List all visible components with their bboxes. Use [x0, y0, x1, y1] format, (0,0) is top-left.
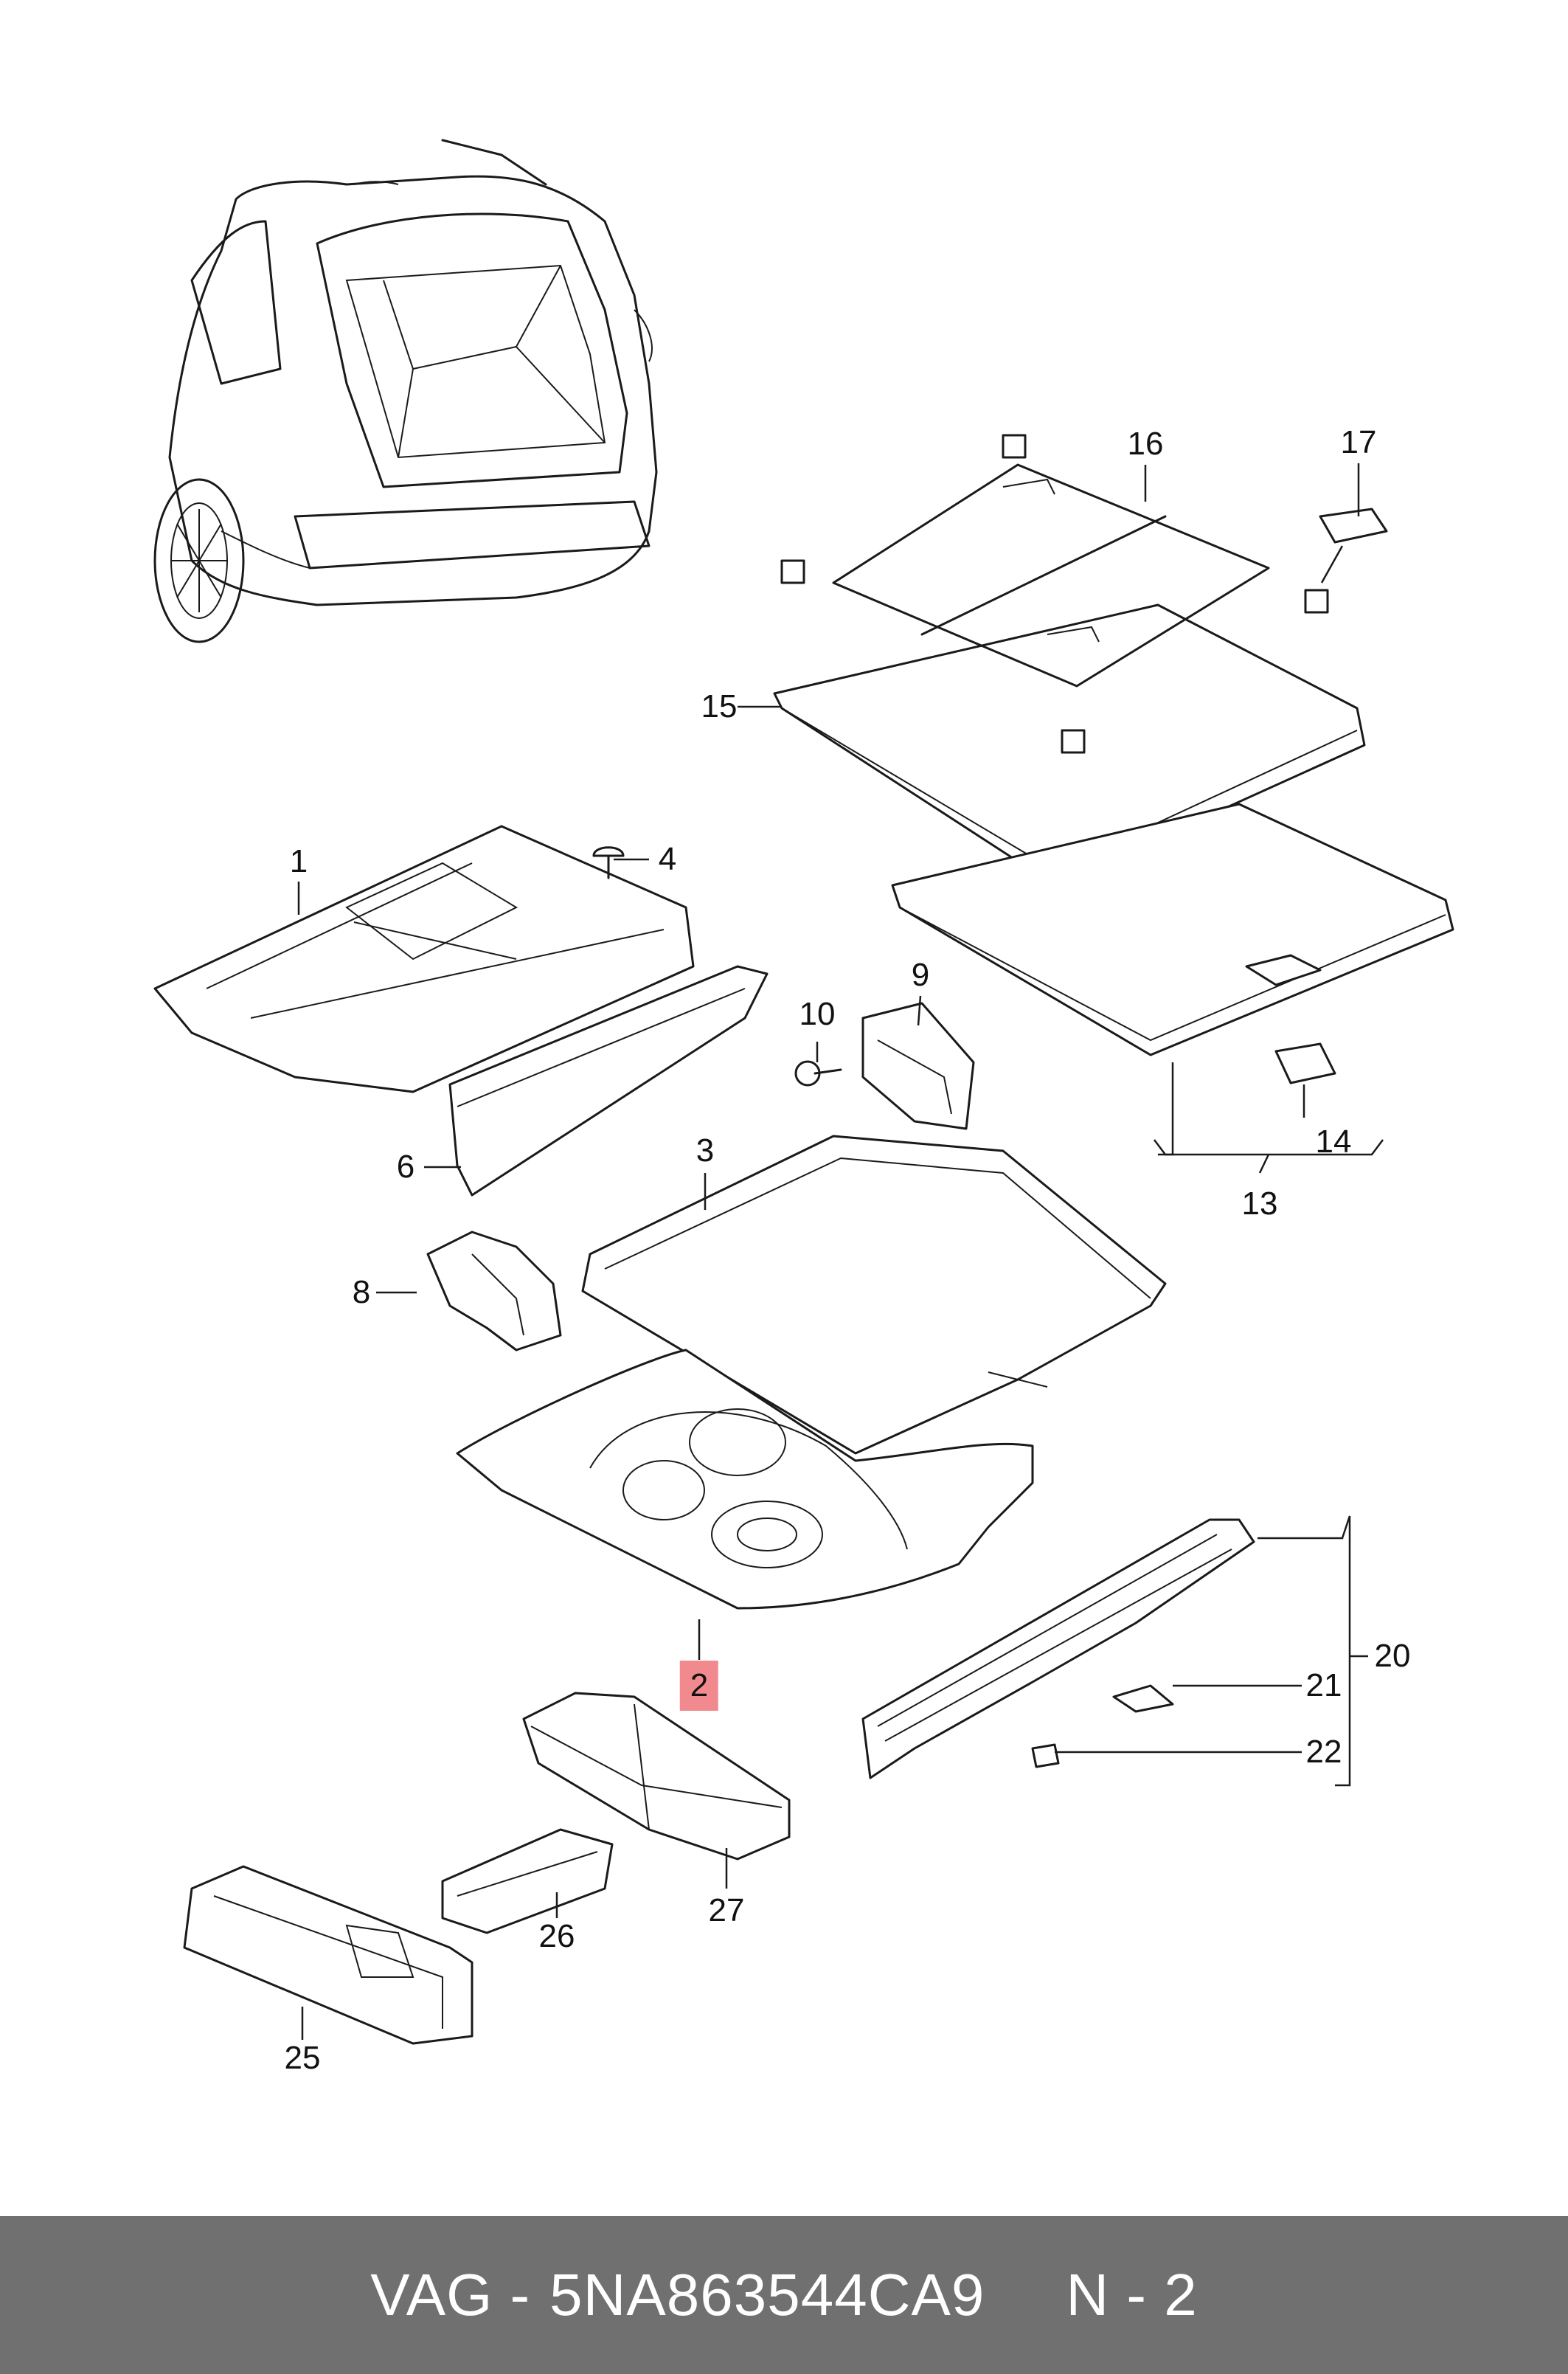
leader-lines — [297, 463, 1384, 2040]
insert-26 — [441, 1828, 614, 1934]
callout-21[interactable]: 21 — [1305, 1667, 1342, 1703]
vehicle-rear-illustration — [153, 139, 658, 643]
callout-15[interactable]: 15 — [701, 688, 738, 724]
callout-10[interactable]: 10 — [799, 996, 836, 1032]
callout-1[interactable]: 1 — [289, 843, 308, 879]
parts-diagram — [153, 139, 1454, 2045]
callout-17[interactable]: 17 — [1340, 424, 1377, 460]
callout-25[interactable]: 25 — [284, 2040, 321, 2076]
callout-13[interactable]: 13 — [1241, 1186, 1278, 1222]
footer-part-number: 5NA863544CA9 — [549, 2262, 985, 2328]
callout-14[interactable]: 14 — [1315, 1124, 1352, 1160]
bracket-8 — [426, 1231, 562, 1352]
footer-brand: VAG - — [370, 2262, 531, 2328]
callout-22[interactable]: 22 — [1305, 1734, 1342, 1770]
clip-4 — [592, 846, 625, 879]
part-number-footer: VAG - 5NA863544CA9 N - 2 — [0, 2216, 1568, 2374]
trim-panel-6 — [448, 965, 769, 1197]
callout-3[interactable]: 3 — [695, 1132, 715, 1169]
callout-9[interactable]: 9 — [911, 957, 930, 993]
callout-26[interactable]: 26 — [538, 1918, 575, 1954]
bracket-9 — [861, 1002, 975, 1130]
callout-4[interactable]: 4 — [658, 841, 677, 877]
footer-page: N - 2 — [1066, 2262, 1198, 2328]
callout-6[interactable]: 6 — [396, 1149, 415, 1185]
sill-trim-20 — [861, 1518, 1255, 1779]
callout-20[interactable]: 20 — [1374, 1638, 1411, 1674]
callout-2[interactable]: 2 — [679, 1661, 719, 1711]
luggage-cover-assembly — [773, 434, 1454, 1084]
floor-panel-upper — [153, 825, 695, 1093]
bolt-10 — [794, 1060, 842, 1087]
callout-27[interactable]: 27 — [708, 1892, 745, 1928]
floor-pan-2[interactable] — [456, 1349, 1034, 1610]
floor-covering-3 — [581, 1135, 1167, 1455]
callout-16[interactable]: 16 — [1127, 426, 1164, 462]
callout-8[interactable]: 8 — [352, 1274, 371, 1310]
tool-tray-25 — [183, 1865, 473, 2045]
storage-tray-27 — [522, 1692, 791, 1861]
